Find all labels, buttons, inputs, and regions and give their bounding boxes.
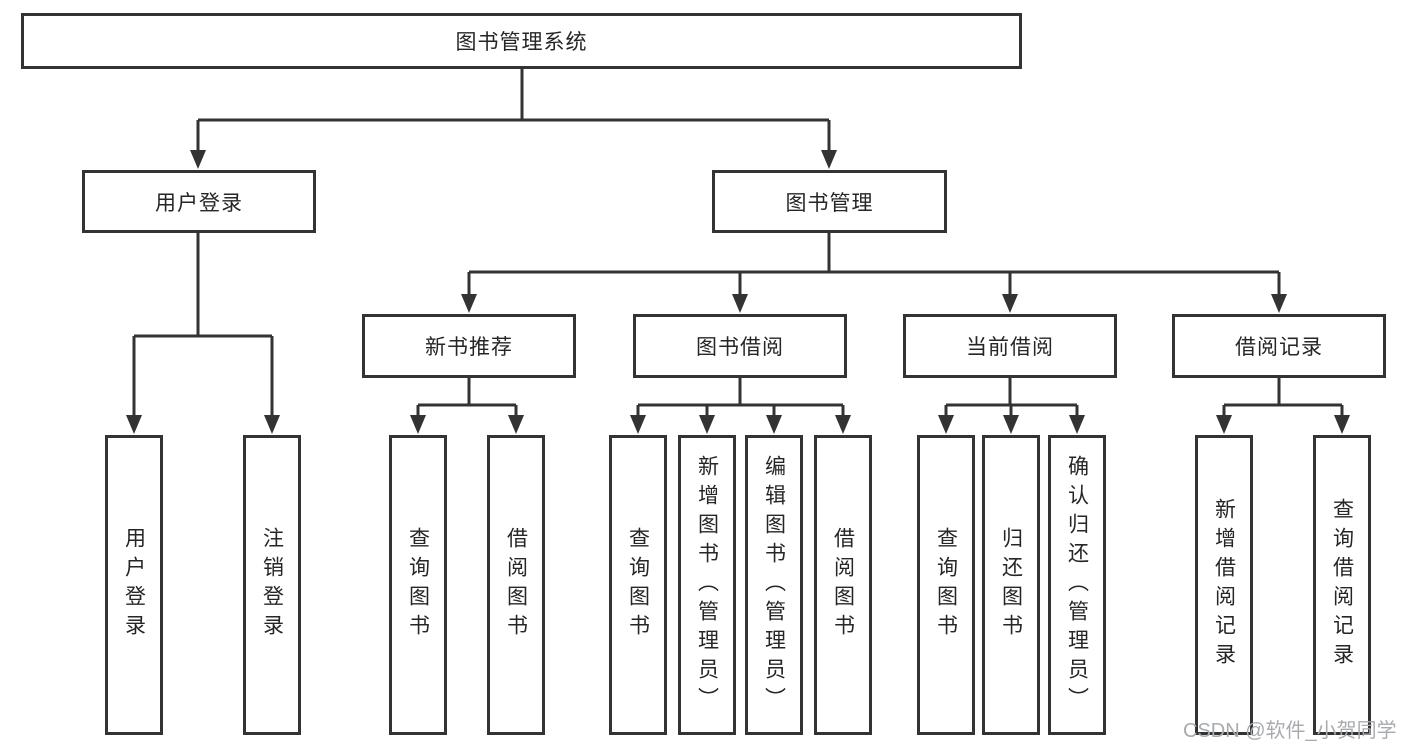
node-label: 编辑图书（管理员） (762, 454, 786, 716)
leaf-add-book-admin: 新增图书（管理员） (678, 435, 736, 735)
arrow-down-icon (1271, 294, 1287, 313)
leaf-user-login: 用户登录 (105, 435, 163, 735)
leaf-return-books: 归还图书 (982, 435, 1040, 735)
node-new-book-recommend: 新书推荐 (362, 314, 576, 378)
node-borrow-records: 借阅记录 (1172, 314, 1386, 378)
arrow-down-icon (732, 294, 748, 313)
node-label: 归还图书 (999, 527, 1023, 643)
arrow-down-icon (126, 415, 142, 434)
node-label: 新书推荐 (425, 336, 513, 359)
leaf-query-books-borrow: 查询图书 (609, 435, 667, 735)
node-label: 查询图书 (406, 527, 430, 643)
leaf-confirm-return-admin: 确认归还（管理员） (1048, 435, 1106, 735)
arrow-down-icon (410, 415, 426, 434)
arrow-down-icon (766, 415, 782, 434)
leaf-query-borrow-record: 查询借阅记录 (1313, 435, 1371, 735)
arrow-down-icon (264, 415, 280, 434)
leaf-edit-book-admin: 编辑图书（管理员） (745, 435, 803, 735)
node-user-login: 用户登录 (82, 170, 316, 233)
arrow-down-icon (699, 415, 715, 434)
arrow-down-icons (126, 150, 1350, 434)
arrow-down-icon (190, 150, 206, 169)
node-label: 借阅记录 (1235, 336, 1323, 359)
arrow-down-icon (508, 415, 524, 434)
arrow-down-icon (835, 415, 851, 434)
node-label: 查询图书 (934, 527, 958, 643)
leaf-query-books-recommend: 查询图书 (389, 435, 447, 735)
node-current-borrow: 当前借阅 (903, 314, 1117, 378)
leaf-logout: 注销登录 (243, 435, 301, 735)
arrow-down-icon (821, 150, 837, 169)
node-label: 查询借阅记录 (1330, 498, 1354, 672)
node-label: 用户登录 (122, 527, 146, 643)
arrow-down-icon (461, 294, 477, 313)
leaf-borrow-books-recommend: 借阅图书 (487, 435, 545, 735)
node-book-borrow: 图书借阅 (633, 314, 847, 378)
node-label: 图书借阅 (696, 336, 784, 359)
node-label: 新增图书（管理员） (695, 454, 719, 716)
arrow-down-icon (630, 415, 646, 434)
node-label: 注销登录 (260, 527, 284, 643)
arrow-down-icon (1003, 415, 1019, 434)
node-label: 当前借阅 (966, 336, 1054, 359)
node-book-management: 图书管理 (712, 170, 947, 233)
node-library-management-system: 图书管理系统 (21, 13, 1022, 69)
node-label: 查询图书 (626, 527, 650, 643)
leaf-add-borrow-record: 新增借阅记录 (1195, 435, 1253, 735)
csdn-watermark: CSDN @软件_小贺同学 (1183, 720, 1397, 742)
arrow-down-icon (1216, 415, 1232, 434)
node-label: 确认归还（管理员） (1065, 454, 1089, 716)
node-label: 借阅图书 (504, 527, 528, 643)
node-label: 用户登录 (155, 191, 243, 215)
arrow-down-icon (1002, 294, 1018, 313)
node-label: 新增借阅记录 (1212, 498, 1236, 672)
node-label: 图书管理系统 (455, 31, 588, 54)
node-label: 图书管理 (785, 191, 874, 215)
leaf-query-books-current: 查询图书 (917, 435, 975, 735)
leaf-borrow-books: 借阅图书 (814, 435, 872, 735)
node-label: 借阅图书 (831, 527, 855, 643)
tree-edges (132, 69, 1344, 418)
arrow-down-icon (1069, 415, 1085, 434)
arrow-down-icon (938, 415, 954, 434)
arrow-down-icon (1334, 415, 1350, 434)
